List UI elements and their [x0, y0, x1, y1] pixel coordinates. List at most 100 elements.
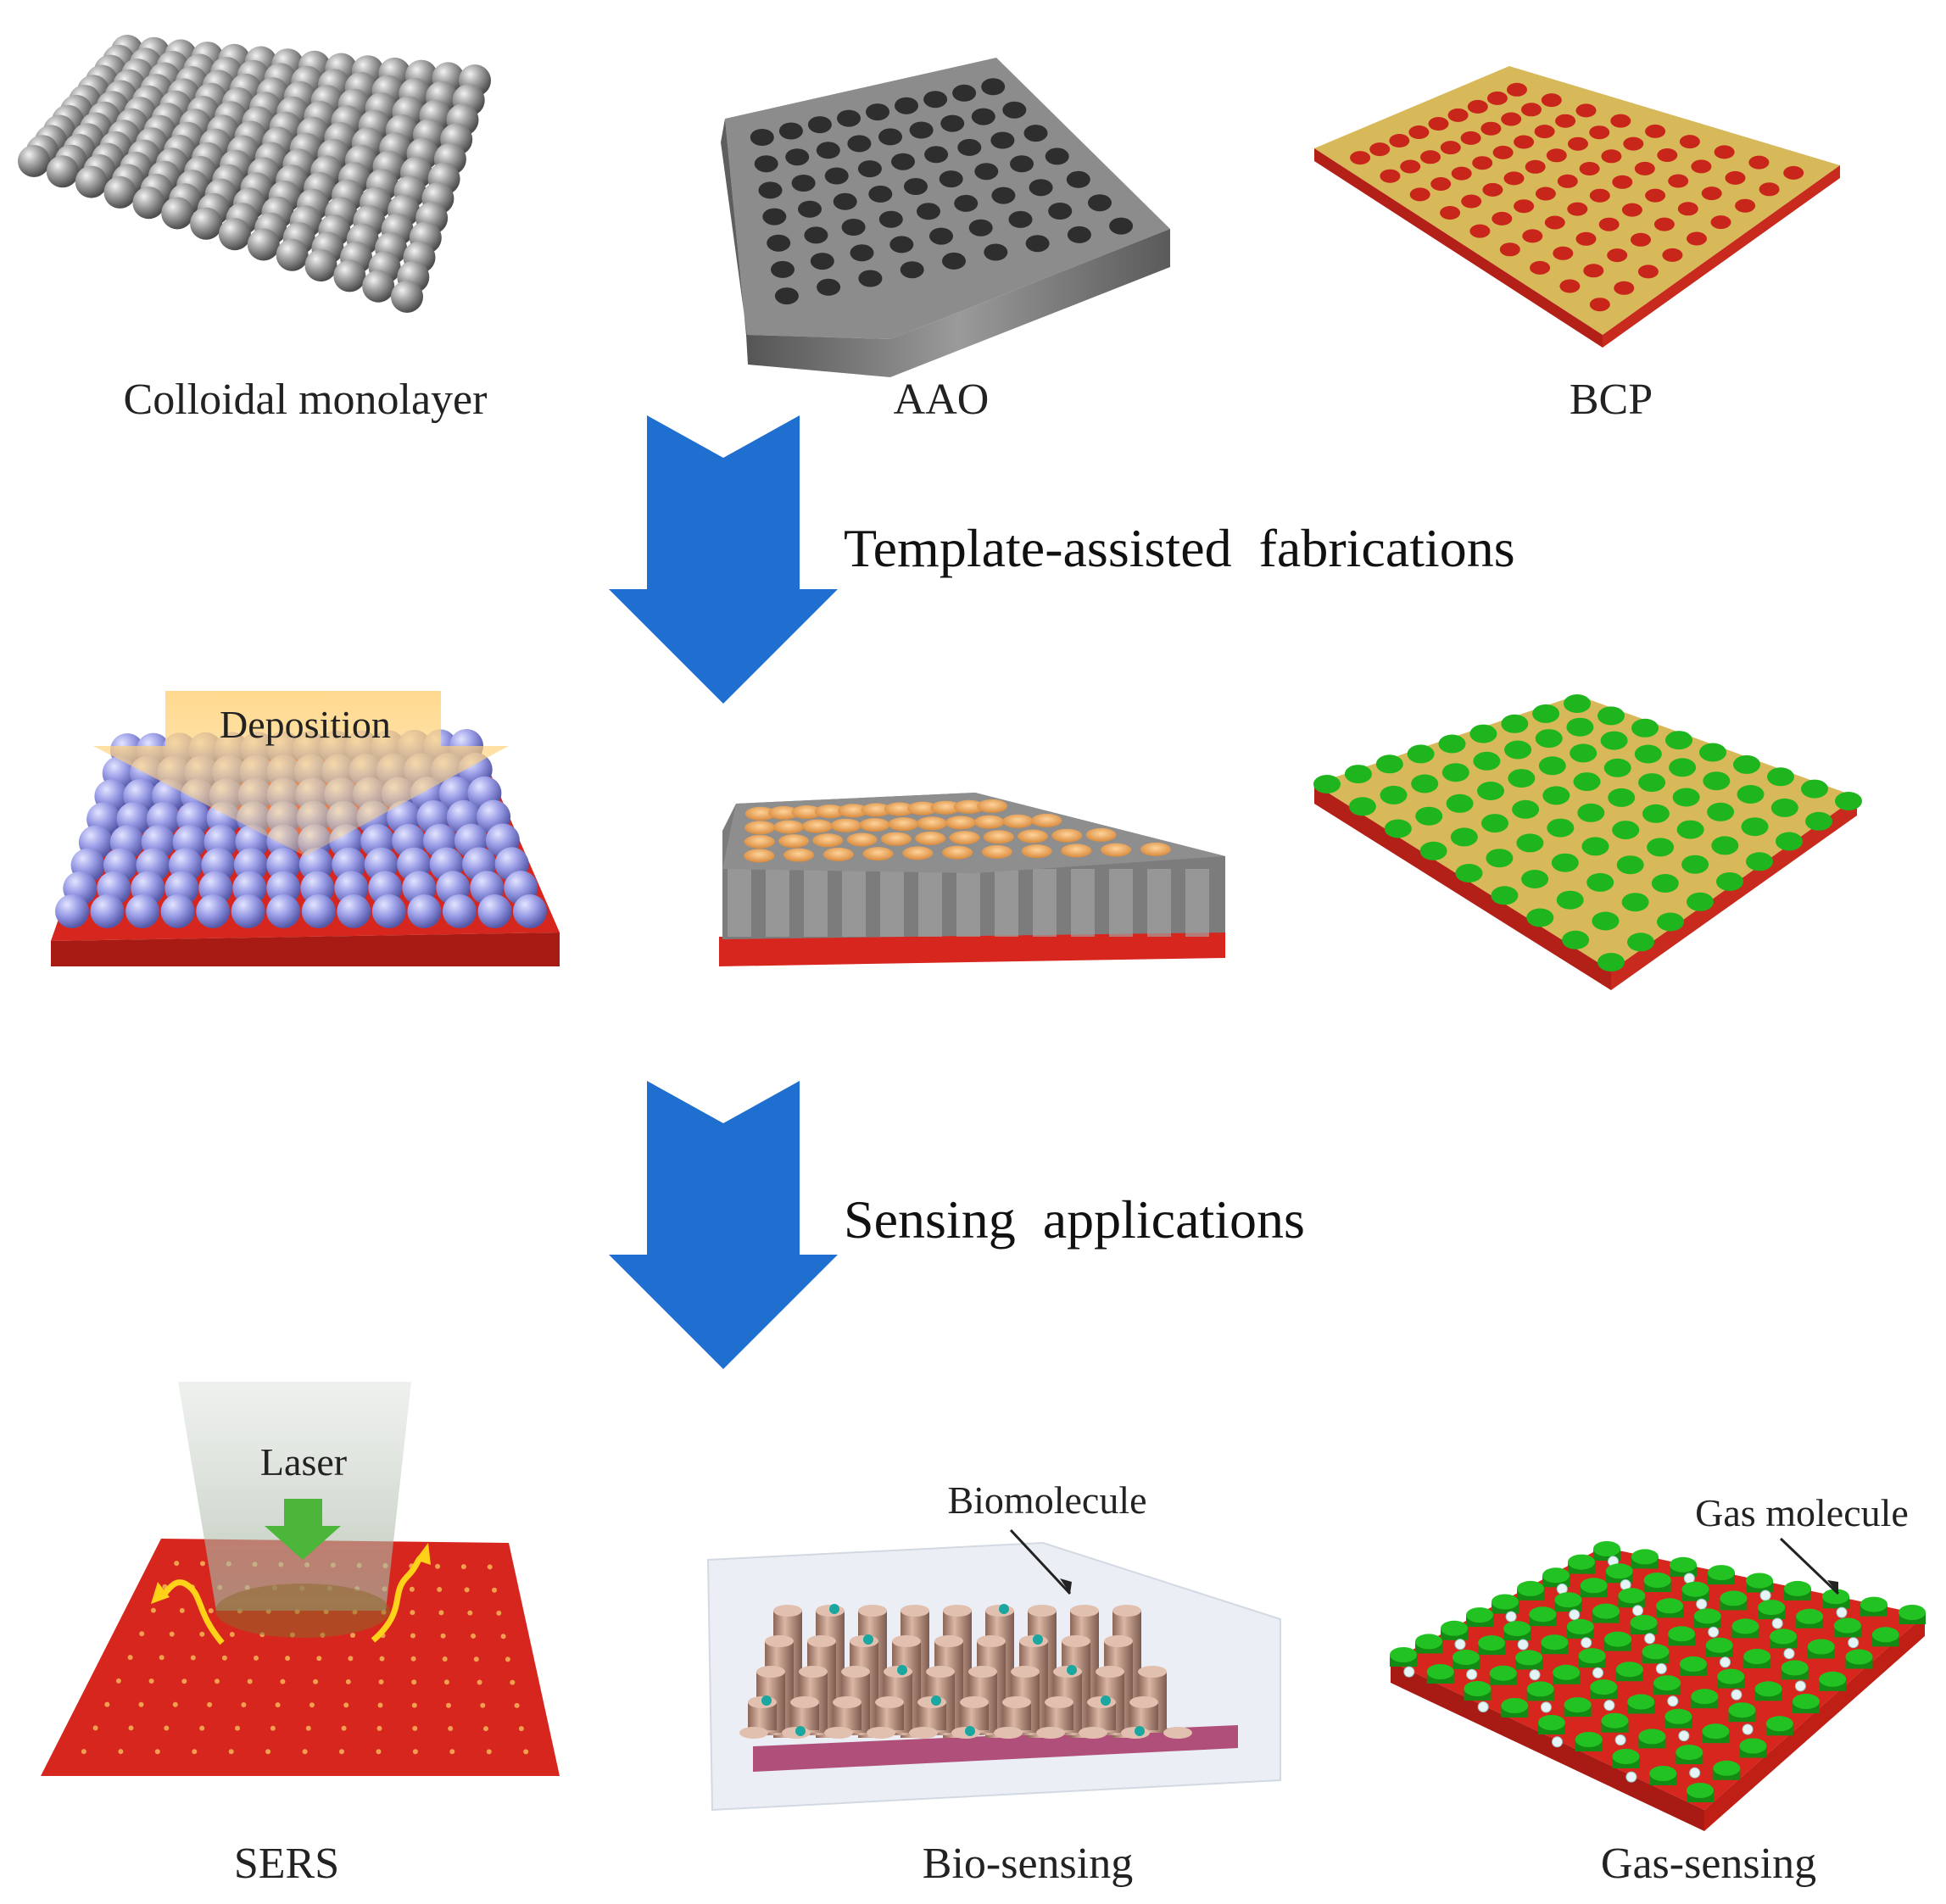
aao-pore: [798, 200, 822, 218]
gas-pillar-top: [1679, 1656, 1707, 1672]
gas-pillar-top: [1702, 1723, 1730, 1740]
nano-triangle: [254, 1655, 259, 1661]
aao-pore: [1029, 179, 1053, 197]
laser-label: Laser: [260, 1440, 347, 1484]
bcp-hole: [1369, 142, 1391, 157]
deposited-disk: [1085, 827, 1117, 842]
nano-triangle: [81, 1749, 86, 1755]
gas-molecule-pointer: [1779, 1537, 1840, 1595]
green-dot: [1600, 731, 1628, 750]
gas-pillar-top: [1630, 1615, 1658, 1630]
aao-top-surface: [725, 58, 1170, 339]
nano-triangle: [518, 1726, 524, 1732]
gas-pillar-top: [1478, 1635, 1506, 1651]
deposited-disk: [778, 834, 810, 849]
nano-triangle: [285, 1656, 291, 1662]
nano-triangle: [305, 1725, 311, 1731]
gas-pillar-top: [1568, 1554, 1595, 1570]
gas-pillar-top: [1489, 1665, 1517, 1681]
gas-pillar-top: [1833, 1617, 1861, 1634]
laser-down-arrow-icon: [265, 1499, 341, 1560]
green-dot: [1504, 740, 1532, 760]
gas-molecule: [1614, 1734, 1626, 1745]
green-dot: [1564, 694, 1591, 713]
aao-pore: [850, 244, 874, 262]
colloidal-deposition-fabrication: Deposition: [51, 691, 560, 966]
green-dot: [1407, 744, 1435, 764]
gas-pillar-top: [1770, 1628, 1798, 1645]
bcp-hole: [1559, 279, 1581, 293]
nano-triangle: [316, 1656, 322, 1662]
gas-pillar-top: [1643, 1573, 1671, 1588]
sers-application: Laser: [41, 1382, 560, 1776]
bcp-hole: [1525, 159, 1546, 174]
nano-triangle: [345, 1679, 351, 1684]
green-dot: [1573, 772, 1601, 792]
green-dot: [1415, 806, 1443, 826]
bcp-hole: [1420, 150, 1441, 164]
gas-pillar-top: [1452, 1650, 1480, 1665]
deposited-disk: [1101, 843, 1132, 857]
pillar-top: [926, 1666, 955, 1678]
aao-pore: [837, 109, 861, 127]
colloid-sphere: [477, 894, 512, 928]
gas-pillar-top: [1390, 1647, 1417, 1662]
green-dot: [1508, 769, 1536, 788]
deposited-disk: [744, 806, 776, 821]
bcp-hole: [1748, 155, 1770, 170]
nano-triangle: [247, 1679, 253, 1684]
nano-triangle: [409, 1586, 415, 1592]
green-dot: [1638, 773, 1666, 793]
aao-channel: [1109, 869, 1133, 937]
gas-pillar-top: [1618, 1588, 1646, 1604]
pillar-top: [824, 1727, 853, 1739]
pillar-top: [867, 1727, 895, 1739]
colloid-sphere: [301, 894, 336, 928]
gas-pillar-top: [1541, 1634, 1569, 1651]
gas-pillar-top: [1676, 1745, 1703, 1761]
aao-pore: [841, 219, 866, 236]
biomolecule: [1101, 1695, 1111, 1706]
gas-pillar-top: [1668, 1626, 1696, 1642]
bcp-hole: [1614, 281, 1635, 295]
aao-pore: [954, 194, 979, 212]
aao-pore: [774, 287, 799, 305]
green-dot: [1669, 758, 1697, 777]
pillar-top: [960, 1696, 989, 1708]
bcp-hole: [1735, 198, 1756, 213]
green-dot: [1477, 782, 1504, 800]
aao-pore: [900, 261, 924, 279]
aao-channel: [1185, 869, 1209, 937]
gas-pillar-top: [1592, 1603, 1620, 1619]
aao-pore: [878, 128, 902, 146]
bcp-film: [1314, 66, 1840, 335]
bcp-hole: [1687, 231, 1707, 246]
deposited-disk: [1051, 828, 1083, 843]
gas-pillar-top: [1717, 1668, 1745, 1684]
bcp-hole: [1428, 117, 1449, 131]
pillar-top: [799, 1666, 828, 1678]
aao-pore: [858, 270, 883, 287]
gas-pillar-top: [1631, 1549, 1659, 1565]
green-dot: [1665, 731, 1692, 750]
gas-molecule: [1783, 1648, 1795, 1660]
gas-molecule: [1731, 1689, 1742, 1701]
green-dot: [1737, 785, 1765, 804]
colloid-sphere: [125, 894, 160, 928]
deposited-disk: [1002, 814, 1034, 828]
deposited-disk: [768, 805, 800, 820]
colloid-sphere: [276, 238, 309, 271]
pillar-top: [765, 1635, 794, 1647]
bcp-hole: [1480, 121, 1502, 136]
gas-molecule: [1794, 1680, 1806, 1692]
aao-deposition-fabrication: [719, 793, 1225, 966]
aao-pore: [923, 91, 948, 109]
aao-pore: [940, 114, 965, 132]
green-dot: [1598, 953, 1625, 971]
nano-triangle: [229, 1632, 235, 1637]
green-dot: [1438, 734, 1466, 754]
nano-triangle: [442, 1656, 448, 1662]
gas-pillar-top: [1693, 1608, 1721, 1624]
aao-pore: [957, 138, 982, 156]
aao-channel: [1147, 869, 1171, 937]
